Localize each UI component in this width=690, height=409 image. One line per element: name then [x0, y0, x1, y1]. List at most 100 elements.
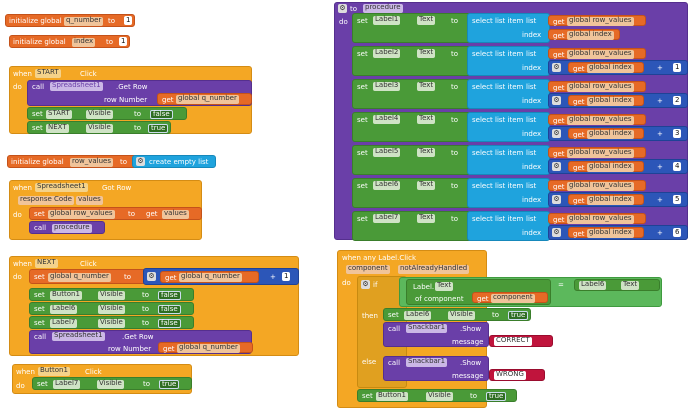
get-q-number[interactable]: get global q_number [158, 342, 253, 353]
init-global-row-values[interactable]: initialize global row_values to [7, 155, 137, 168]
var-dropdown[interactable]: global q_number [177, 343, 240, 353]
set-label4-text[interactable]: set Label4 Text to [352, 112, 472, 142]
component-dropdown[interactable]: Spreadsheet1 [35, 182, 88, 192]
get-index[interactable]: get global index [568, 95, 644, 106]
get-q-number[interactable]: get global q_number [157, 93, 252, 105]
procedure-dropdown[interactable]: procedure [52, 223, 92, 233]
component-dropdown[interactable]: START [35, 68, 61, 78]
property-dropdown[interactable]: Visible [98, 318, 125, 328]
gear-icon[interactable]: ⚙ [361, 280, 370, 289]
component-dropdown[interactable]: Button1 [38, 366, 70, 376]
call-snackbar-show-correct[interactable]: call Snackbar1 .Show message [383, 322, 489, 347]
component-dropdown[interactable]: Label6 [404, 310, 432, 320]
var-name-field[interactable]: row_values [70, 157, 113, 167]
set-q-number[interactable]: set global q_number to [29, 269, 149, 284]
component-dropdown[interactable]: NEXT [46, 123, 69, 133]
component-dropdown[interactable]: Label5 [373, 147, 401, 157]
init-global-index[interactable]: initialize global index to 1 [9, 35, 130, 48]
gear-icon[interactable]: ⚙ [552, 96, 561, 105]
get-index[interactable]: get global index [568, 128, 644, 139]
component-dropdown[interactable]: Label7 [53, 379, 81, 389]
component-dropdown[interactable]: Button1 [50, 290, 82, 300]
property-dropdown[interactable]: Text [417, 15, 436, 25]
var-dropdown[interactable]: global index [587, 228, 634, 238]
equal-operator[interactable]: = [558, 281, 564, 289]
set-button1-visible[interactable]: set Button1 Visible to false [29, 288, 194, 301]
var-dropdown[interactable]: global row_values [567, 148, 634, 158]
get-row-values[interactable]: get global row_values [548, 15, 646, 26]
get-row-values[interactable]: get global row_values [548, 81, 646, 92]
component-dropdown[interactable]: Snackbar1 [406, 357, 448, 367]
property-dropdown[interactable]: Visible [448, 310, 475, 320]
var-dropdown[interactable]: global row_values [567, 181, 634, 191]
var-dropdown[interactable]: global index [587, 195, 634, 205]
get-index[interactable]: get global index [568, 62, 644, 73]
component-dropdown[interactable]: Label4 [373, 114, 401, 124]
select-list-item[interactable]: select list item list index [467, 46, 550, 76]
get-row-values[interactable]: get global row_values [548, 180, 646, 191]
number-value[interactable]: 6 [673, 228, 682, 237]
set-row-values[interactable]: set global row_values to get values [29, 207, 202, 220]
select-list-item[interactable]: select list item list index [467, 112, 550, 142]
property-dropdown[interactable]: Text [417, 147, 436, 157]
bool-value[interactable]: true [159, 380, 180, 389]
component-dropdown[interactable]: Snackbar1 [406, 323, 448, 333]
select-list-item[interactable]: select list item list index [467, 13, 550, 43]
component-dropdown[interactable]: Label6 [373, 180, 401, 190]
var-dropdown[interactable]: global row_values [567, 82, 634, 92]
set-label5-text[interactable]: set Label5 Text to [352, 145, 472, 175]
var-dropdown[interactable]: global index [567, 30, 614, 40]
component-dropdown[interactable]: Spreadsheet1 [50, 81, 103, 91]
param-values[interactable]: values [76, 195, 103, 205]
bool-value[interactable]: false [158, 291, 181, 300]
var-name-field[interactable]: q_number [64, 16, 104, 26]
label6-text-getter[interactable]: Label6 Text [574, 279, 660, 291]
set-label7-visible[interactable]: set Label7 Visible to false [29, 316, 194, 329]
set-label6-visible[interactable]: set Label6 Visible to false [29, 302, 194, 315]
set-start-visible[interactable]: set START Visible to false [27, 107, 187, 120]
set-label6-text[interactable]: set Label6 Text to [352, 178, 472, 208]
get-index[interactable]: get global index [568, 161, 644, 172]
number-value[interactable]: 1 [124, 16, 133, 25]
get-row-values[interactable]: get global row_values [548, 114, 646, 125]
set-label2-text[interactable]: set Label2 Text to [352, 46, 472, 76]
component-dropdown[interactable]: Label7 [373, 213, 401, 223]
var-name-field[interactable]: index [72, 37, 96, 47]
if-then-else[interactable]: ⚙ if then else [357, 276, 407, 388]
component-dropdown[interactable]: NEXT [35, 258, 58, 268]
select-list-item[interactable]: select list item list index [467, 178, 550, 208]
set-label7-text[interactable]: set Label7 Text to [352, 211, 472, 241]
call-procedure[interactable]: call procedure [29, 221, 105, 234]
select-list-item[interactable]: select list item list index [467, 79, 550, 109]
component-dropdown[interactable]: Label6 [579, 280, 607, 290]
property-dropdown[interactable]: Text [417, 213, 436, 223]
property-dropdown[interactable]: Visible [98, 290, 125, 300]
component-dropdown[interactable]: Label7 [50, 318, 78, 328]
property-dropdown[interactable]: Text [621, 280, 640, 290]
get-index[interactable]: get global index [548, 29, 620, 40]
var-dropdown[interactable]: global index [587, 96, 634, 106]
text-correct[interactable]: CORRECT [489, 335, 553, 347]
property-dropdown[interactable]: Visible [97, 379, 124, 389]
call-snackbar-show-wrong[interactable]: call Snackbar1 .Show message [383, 356, 489, 381]
select-list-item[interactable]: select list item list index [467, 145, 550, 175]
set-next-visible[interactable]: set NEXT Visible to true [27, 121, 171, 134]
param-component[interactable]: component [346, 264, 390, 274]
number-value[interactable]: 5 [673, 195, 682, 204]
var-dropdown[interactable]: global row_values [567, 16, 634, 26]
component-dropdown[interactable]: START [46, 109, 72, 119]
gear-icon[interactable]: ⚙ [147, 272, 156, 281]
var-dropdown[interactable]: global q_number [48, 272, 111, 282]
text-wrong[interactable]: WRONG [489, 369, 545, 381]
component-dropdown[interactable]: Label2 [373, 48, 401, 58]
get-component[interactable]: get component [472, 292, 548, 303]
gear-icon[interactable]: ⚙ [552, 228, 561, 237]
gear-icon[interactable]: ⚙ [552, 195, 561, 204]
var-dropdown[interactable]: global row_values [567, 214, 634, 224]
gear-icon[interactable]: ⚙ [552, 162, 561, 171]
bool-value[interactable]: false [158, 305, 181, 314]
select-list-item[interactable]: select list item list index [467, 211, 550, 241]
property-dropdown[interactable]: Visible [86, 123, 113, 133]
number-value[interactable]: 1 [119, 37, 128, 46]
number-value[interactable]: 1 [282, 272, 291, 281]
